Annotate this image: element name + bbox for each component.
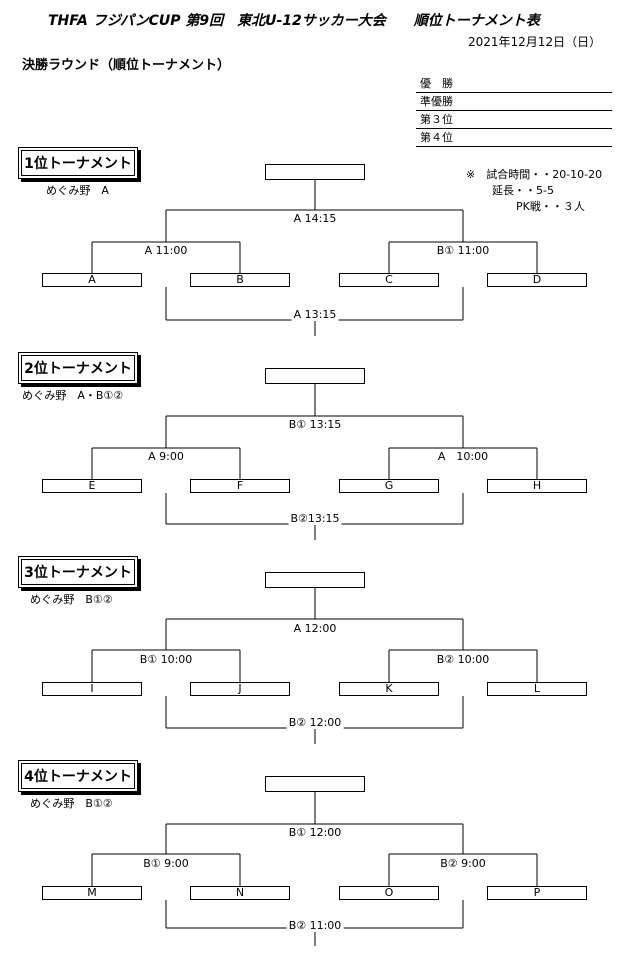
tournament-3-lines [91,588,538,744]
tournament-3-semi-right-label: B② 10:00 [434,653,492,666]
tournament-1-venue: めぐみ野 A [46,184,109,197]
event-date: 2021年12月12日（日） [468,35,602,49]
tournament-2-semi-left-label: A 9:00 [146,450,186,463]
ranking-row-3: 第３位 [416,111,612,129]
tournament-1-title: 1位トーナメント [18,147,138,179]
tournament-1-lines [91,180,538,336]
team-box: L [487,682,587,696]
tournament-2-lines [91,384,538,540]
tournament-2-bracket: B① 13:15 A 9:00 A 10:00 E F G H B②13:15 [0,368,642,558]
page-title: THFA フジパンCUP 第9回 東北U-12サッカー大会 順位トーナメント表 [48,13,540,29]
team-box: D [487,273,587,287]
team-box: G [339,479,439,493]
tournament-2-semi-right-label: A 10:00 [435,450,491,463]
tournament-3-semi-left-label: B① 10:00 [137,653,195,666]
tournament-4-semi-right-label: B② 9:00 [438,857,488,870]
tournament-3-venue: めぐみ野 B①② [30,593,113,606]
tournament-1-bracket: A 14:15 A 11:00 B① 11:00 A B C D A 13:15 [0,162,642,352]
team-box: A [42,273,142,287]
tournament-4-winner-box [265,776,365,792]
rules-match-time: ※ 試合時間・・20-10-20 [466,168,603,181]
tournament-1-semi-right-label: B① 11:00 [434,244,492,257]
tournament-4-venue: めぐみ野 B①② [30,797,113,810]
tournament-4-title: 4位トーナメント [18,760,138,792]
team-box: M [42,886,142,900]
ranking-row-4: 第４位 [416,129,612,147]
tournament-2-winner-box [265,368,365,384]
team-box: P [487,886,587,900]
tournament-3-title: 3位トーナメント [18,556,138,588]
tournament-1-winner-box [265,164,365,180]
team-box: C [339,273,439,287]
tournament-1-semi-left-label: A 11:00 [142,244,190,257]
team-box: N [190,886,290,900]
tournament-2-venue: めぐみ野 A・B①② [22,389,124,402]
tournament-4-final-label: B① 12:00 [286,826,344,839]
team-box: J [190,682,290,696]
tournament-4-bracket: B① 12:00 B① 9:00 B② 9:00 M N O P B② 11:0… [0,776,642,963]
team-box: O [339,886,439,900]
rules-pk: PK戦・・３人 [516,200,585,213]
tournament-1-final-label: A 14:15 [291,212,339,225]
tournament-4-lines [91,792,538,946]
tournament-4-third-place-label: B② 11:00 [286,919,344,932]
tournament-3-bracket: A 12:00 B① 10:00 B② 10:00 I J K L B② 12:… [0,572,642,762]
ranking-row-2: 準優勝 [416,93,612,111]
tournament-4-semi-left-label: B① 9:00 [141,857,191,870]
team-box: B [190,273,290,287]
tournament-2-third-place-label: B②13:15 [288,512,342,525]
rules-extra-time: 延長・・5-5 [492,184,554,197]
tournament-3-final-label: A 12:00 [291,622,339,635]
team-box: H [487,479,587,493]
tournament-3-third-place-label: B② 12:00 [286,716,344,729]
round-title: 決勝ラウンド（順位トーナメント） [22,58,231,73]
tournament-1-third-place-label: A 13:15 [291,308,339,321]
team-box: K [339,682,439,696]
ranking-table: 優 勝 準優勝 第３位 第４位 [416,75,612,147]
team-box: E [42,479,142,493]
tournament-2-final-label: B① 13:15 [286,418,344,431]
ranking-row-1: 優 勝 [416,75,612,93]
tournament-2-title: 2位トーナメント [18,352,138,384]
team-box: F [190,479,290,493]
team-box: I [42,682,142,696]
tournament-3-winner-box [265,572,365,588]
